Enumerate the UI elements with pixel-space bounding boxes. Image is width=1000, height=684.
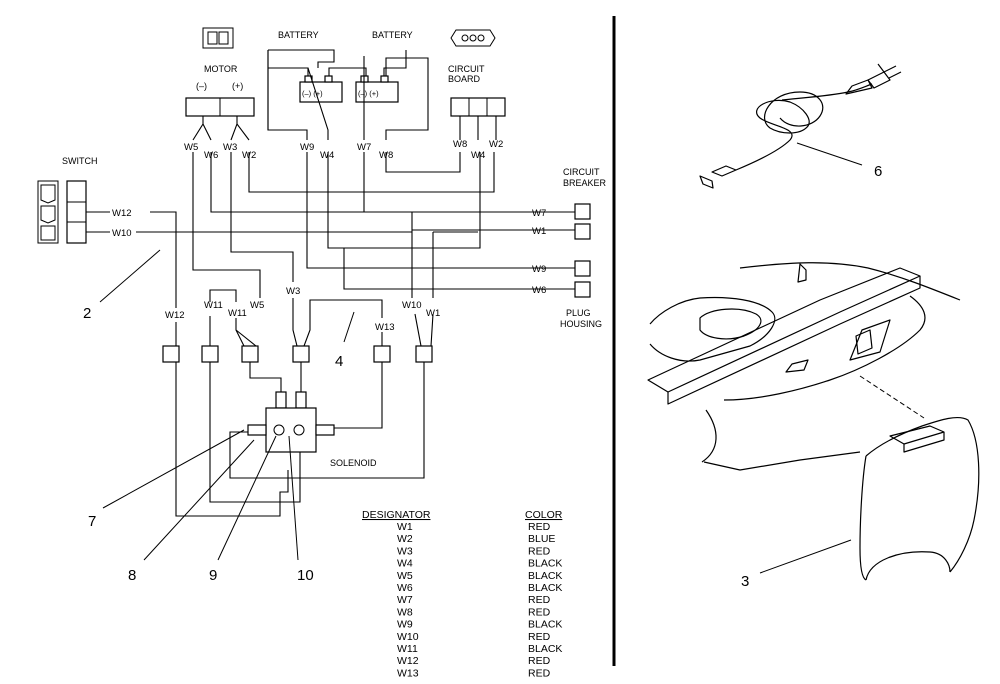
- wire-label-w4-cb: W4: [471, 150, 485, 161]
- legend-color-w7: RED: [528, 594, 551, 606]
- wire-labels: W5 W6 W3 W2 W9 W4 W7 W8 W8 W4 W2 W12 W10…: [112, 139, 546, 333]
- switch-label: SWITCH: [62, 156, 98, 166]
- legend-designator-w3: W3: [397, 545, 413, 557]
- motor-plug-icon: [202, 27, 234, 49]
- legend-designator-w6: W6: [397, 582, 413, 594]
- wire-label-w9-top: W9: [300, 142, 314, 153]
- legend-designator-w7: W7: [397, 594, 413, 606]
- wire-label-w10-mid: W10: [402, 300, 422, 311]
- wire-label-w8-cb: W8: [453, 139, 467, 150]
- motor-label: MOTOR: [204, 64, 238, 74]
- legend-designator-w9: W9: [397, 619, 413, 631]
- wire-label-w1-mid: W1: [426, 308, 440, 319]
- legend-color-w4: BLACK: [528, 558, 562, 570]
- legend-designator-w13: W13: [397, 667, 419, 679]
- wire-label-w10-switch: W10: [112, 228, 132, 239]
- wire-label-w3-mid: W3: [286, 286, 300, 297]
- motor-minus-label: (–): [196, 81, 207, 91]
- circuit-board-label-2: BOARD: [448, 74, 481, 84]
- battery-2-terminals: (–) (+): [358, 89, 379, 98]
- circuit-board-connector: [450, 97, 506, 117]
- wire-label-w7-top: W7: [357, 142, 371, 153]
- battery-1-terminals: (–) (+): [302, 89, 323, 98]
- legend-designator-w2: W2: [397, 533, 413, 545]
- battery-2: (–) (+): [355, 75, 399, 103]
- callout-4: 4: [335, 353, 343, 370]
- legend-color-w8: RED: [528, 606, 551, 618]
- plug-housing-label-1: PLUG: [566, 308, 591, 318]
- legend-color-w1: RED: [528, 521, 551, 533]
- power-cord-icon: [699, 63, 902, 189]
- legend-color-w11: BLACK: [528, 643, 562, 655]
- wire-label-w12-switch: W12: [112, 208, 132, 219]
- legend-designator-w8: W8: [397, 606, 413, 618]
- breaker-terminal-w7: [574, 203, 591, 220]
- battery-1: (–) (+): [299, 75, 343, 103]
- legend-color-w13: RED: [528, 667, 551, 679]
- wires: [86, 49, 575, 517]
- callout-2: 2: [83, 305, 91, 322]
- wire-label-w6-top: W6: [204, 150, 218, 161]
- wire-label-w13-mid: W13: [375, 322, 395, 333]
- legend-header-designator: DESIGNATOR: [362, 509, 431, 521]
- wire-label-w3-top: W3: [223, 142, 237, 153]
- wire-label-w9-plug: W9: [532, 264, 546, 275]
- legend-color-w12: RED: [528, 655, 551, 667]
- legend-header-color: COLOR: [525, 509, 563, 521]
- wire-label-w5-mid: W5: [250, 300, 264, 311]
- wire-label-w5-top: W5: [184, 142, 198, 153]
- legend-designator-w5: W5: [397, 570, 413, 582]
- callout-10: 10: [297, 567, 314, 584]
- legend-color-w6: BLACK: [528, 582, 562, 594]
- legend-designator-w12: W12: [397, 655, 419, 667]
- circuit-breaker-label-2: BREAKER: [563, 178, 607, 188]
- legend-color-w2: BLUE: [528, 533, 555, 545]
- legend-designator-w10: W10: [397, 631, 419, 643]
- callout-9: 9: [209, 567, 217, 584]
- wire-label-w6-plug: W6: [532, 285, 546, 296]
- callout-6: 6: [874, 163, 882, 180]
- wire-label-w2-cb: W2: [489, 139, 503, 150]
- circuit-board-plug-icon: [450, 29, 496, 47]
- legend-color-w5: BLACK: [528, 570, 562, 582]
- legend-designator-w1: W1: [397, 521, 413, 533]
- legend-color-w9: BLACK: [528, 619, 562, 631]
- circuit-breaker-label-1: CIRCUIT: [563, 167, 600, 177]
- wire-label-w11-a: W11: [204, 300, 223, 311]
- wire-label-w7-breaker: W7: [532, 208, 546, 219]
- callouts: 2 4 7 8 9 10 6 3: [83, 142, 882, 590]
- wire-label-w2-top: W2: [242, 150, 256, 161]
- legend-designator-w4: W4: [397, 558, 413, 570]
- plug-terminal-w6: [574, 281, 591, 298]
- battery-2-label: BATTERY: [372, 30, 413, 40]
- housing-assembly-icon: [647, 262, 980, 581]
- wire-label-w12-mid: W12: [165, 310, 185, 321]
- plug-terminal-w9: [574, 260, 591, 277]
- callout-7: 7: [88, 513, 96, 530]
- plug-housing-label-2: HOUSING: [560, 319, 602, 329]
- switch-body: [37, 180, 87, 244]
- breaker-terminal-w1: [574, 223, 591, 240]
- circuit-board-label-1: CIRCUIT: [448, 64, 485, 74]
- lower-terminals: [162, 345, 433, 363]
- motor-plus-label: (+): [232, 81, 243, 91]
- legend-color-w10: RED: [528, 631, 551, 643]
- solenoid: [247, 391, 335, 453]
- motor-connector: [185, 97, 255, 117]
- wire-label-w4-top: W4: [320, 150, 334, 161]
- battery-1-label: BATTERY: [278, 30, 319, 40]
- legend-color-w3: RED: [528, 545, 551, 557]
- wire-label-w8-top: W8: [379, 150, 393, 161]
- callout-3: 3: [741, 573, 749, 590]
- wire-label-w1-breaker: W1: [532, 226, 546, 237]
- wire-label-w11-b: W11: [228, 308, 247, 319]
- callout-8: 8: [128, 567, 136, 584]
- solenoid-label: SOLENOID: [330, 458, 377, 468]
- legend-designator-w11: W11: [397, 643, 418, 655]
